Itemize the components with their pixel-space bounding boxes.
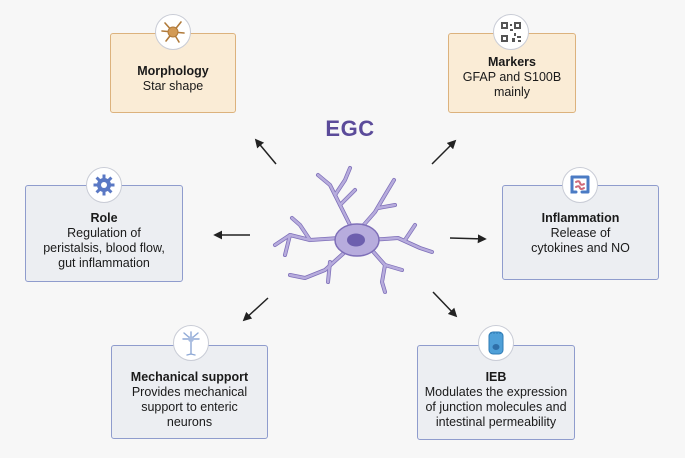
arrow-to-mechanical — [242, 297, 269, 322]
neuron-icon — [173, 325, 209, 361]
inflammation-body: Release of cytokines and NO — [531, 226, 630, 255]
arrow-to-morphology — [254, 138, 277, 165]
intestine-icon — [562, 167, 598, 203]
role-body: Regulation of peristalsis, blood flow, g… — [43, 226, 165, 270]
arrow-to-markers — [431, 139, 457, 165]
markers-title: Markers — [488, 55, 536, 69]
mechanical-support-body: Provides mechanical support to enteric n… — [131, 385, 248, 429]
arrow-to-ieb — [432, 291, 458, 318]
inflammation-title: Inflammation — [541, 211, 620, 225]
mechanical-support-title: Mechanical support — [130, 370, 249, 384]
ieb-title: IEB — [485, 370, 507, 384]
qr-code-icon — [493, 14, 529, 50]
astrocyte-icon — [155, 14, 191, 50]
ieb-body: Modulates the expression of junction mol… — [424, 385, 568, 429]
role-box: Role Regulation of peristalsis, blood fl… — [25, 185, 183, 282]
gear-icon — [86, 167, 122, 203]
morphology-title: Morphology — [137, 64, 209, 78]
arrow-to-inflammation — [449, 234, 487, 244]
markers-body: GFAP and S100B mainly — [462, 70, 562, 99]
role-title: Role — [90, 211, 118, 225]
epithelial-cell-icon — [478, 325, 514, 361]
morphology-body: Star shape — [142, 79, 204, 93]
egc-title: EGC — [325, 116, 375, 141]
